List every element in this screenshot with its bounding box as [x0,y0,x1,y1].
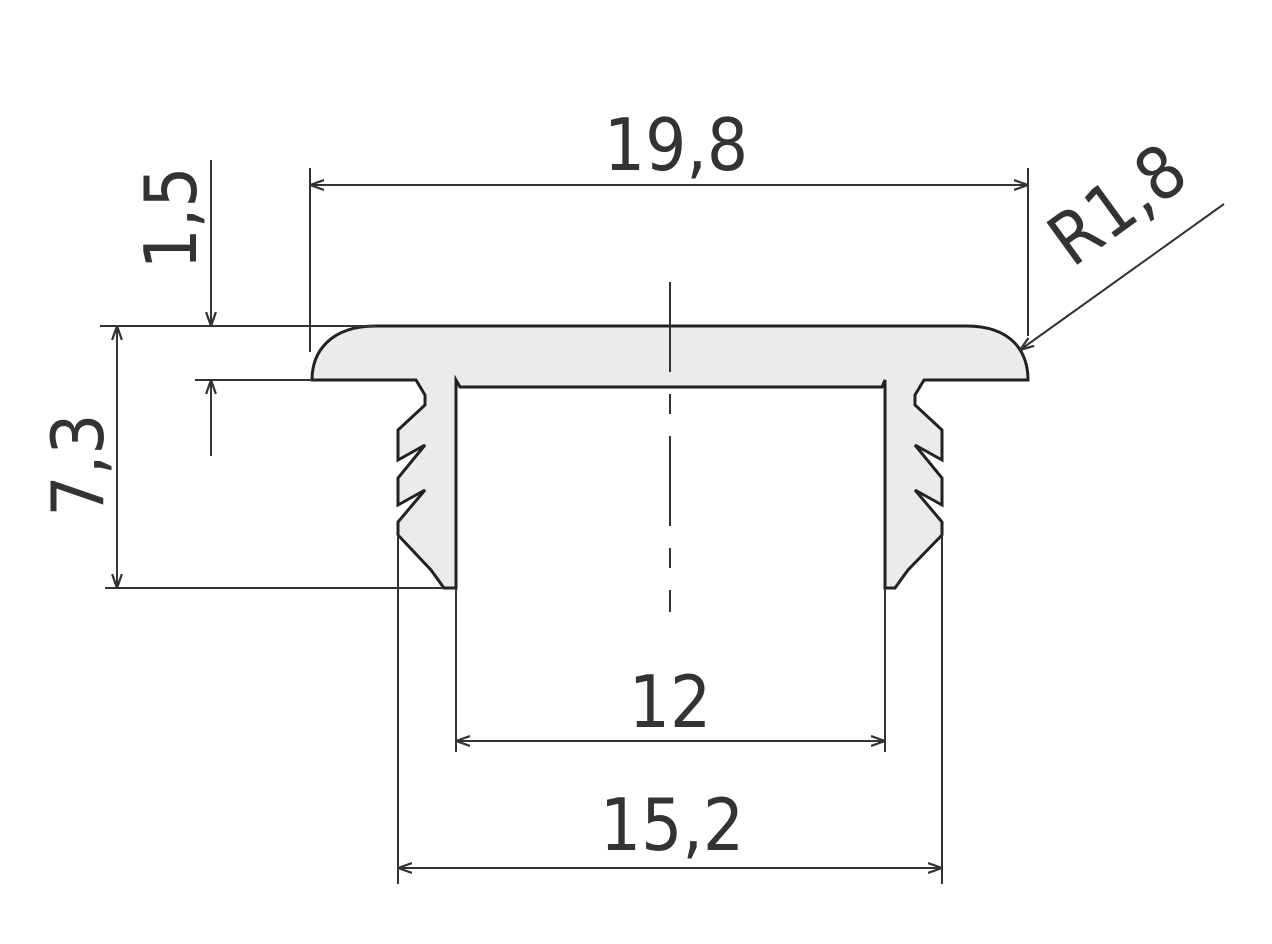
dimension-top-width-label: 19,8 [604,103,748,187]
dimension-total-height-label: 7,3 [36,414,120,517]
dimension-outer-leg-width-label: 15,2 [600,783,744,867]
dimension-outer-leg-width: 15,2 [397,535,943,884]
profile-outline [310,324,1030,590]
dimension-radius-label: R1,8 [1033,127,1202,282]
dimension-cap-thickness-label: 1,5 [129,167,213,270]
dimension-cap-thickness: 1,5 [100,160,376,456]
dimension-radius: R1,8 [1020,127,1225,350]
dimension-top-width: 19,8 [309,103,1029,352]
dimension-inner-width: 12 [455,588,886,752]
dimension-inner-width-label: 12 [629,660,711,744]
dimension-total-height: 7,3 [36,326,444,589]
